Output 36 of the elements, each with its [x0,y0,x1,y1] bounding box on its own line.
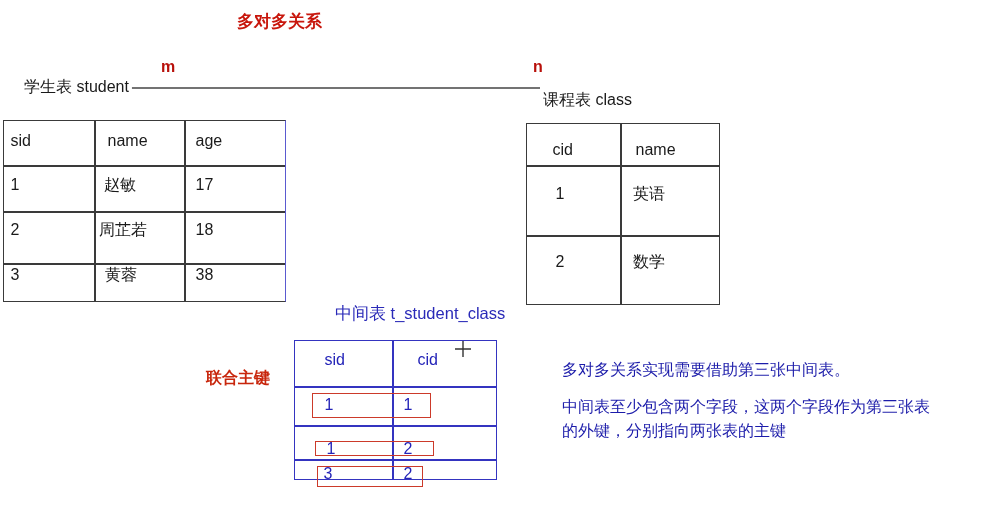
cell-value: 2 [403,464,413,483]
diagram-title: 多对多关系 [237,12,322,32]
column-header: cid [552,140,573,159]
cell-value: 2 [10,220,20,239]
cell-value: 18 [195,220,214,239]
table-title: 学生表 student [24,78,129,96]
cell-value: 3 [10,265,20,284]
cell-value: 黄蓉 [104,265,137,284]
note-text: 中间表至少包含两个字段，这两个字段作为第三张表的外键，分别指向两张表的主键 [562,397,931,441]
column-header: name [107,131,148,150]
connector-line [131,87,541,89]
note-text: 多对多关系实现需要借助第三张中间表。 [562,360,850,380]
column-header: name [635,140,676,159]
cell-value: 2 [403,439,413,458]
cell-value: 周芷若 [98,220,147,239]
column-header: sid [10,131,31,150]
table-title: 课程表 class [543,91,632,109]
cell-value: 赵敏 [103,175,136,194]
cell-value: 17 [195,175,214,194]
table-title: 中间表 t_student_class [335,303,506,323]
cell-value: 1 [555,184,565,203]
column-header: age [195,131,223,150]
cell-value: 1 [326,439,336,458]
annotation-label: 联合主键 [206,369,270,387]
cell-value: 1 [10,175,20,194]
column-header: cid [417,350,438,369]
cell-value: 38 [195,265,214,284]
cardinality-label: n [533,58,543,76]
cell-value: 1 [324,395,334,414]
cell-value: 3 [323,464,333,483]
cardinality-label: m [161,58,176,76]
cell-value: 英语 [632,184,665,203]
cell-value: 1 [403,395,413,414]
cell-value: 2 [555,252,565,271]
cell-value: 数学 [632,252,665,271]
column-header: sid [324,350,345,369]
